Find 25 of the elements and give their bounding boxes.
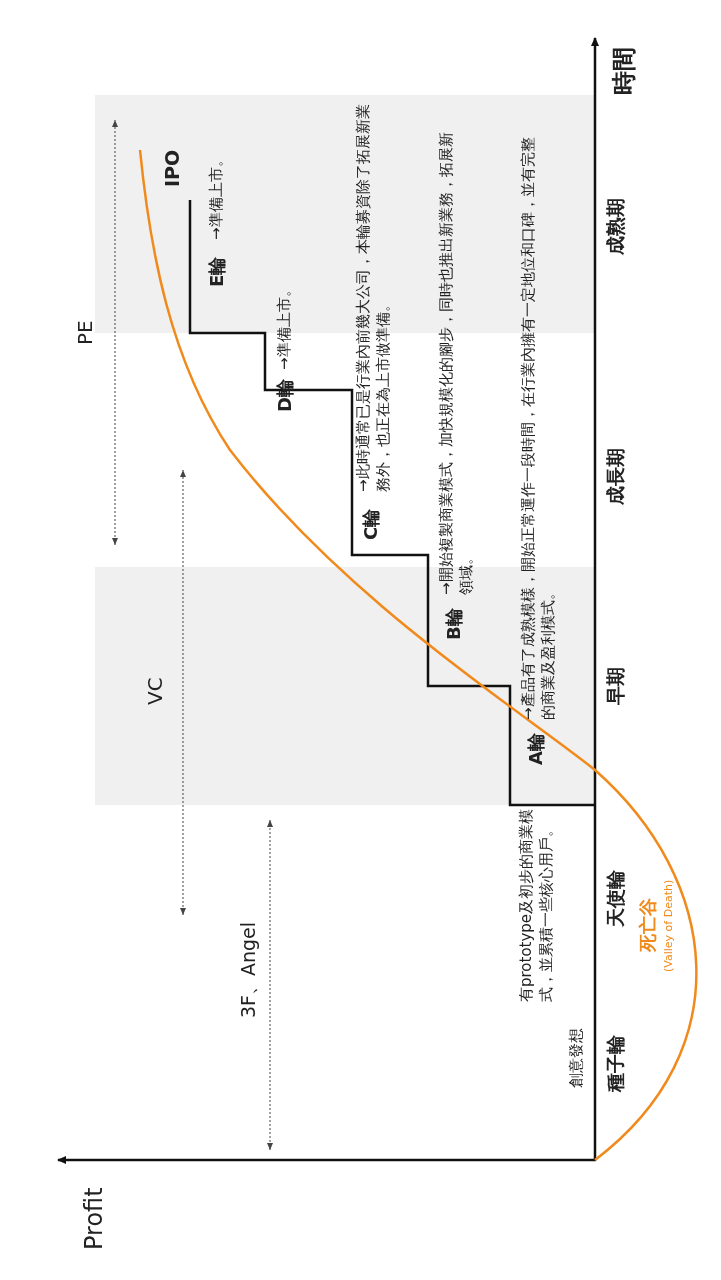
round-name: A輪: [524, 733, 547, 765]
round-name: C輪: [359, 508, 382, 540]
range-label: VC: [142, 677, 168, 705]
milestone-label: IPO: [160, 149, 184, 187]
round-name: B輪: [442, 608, 465, 640]
range-label: 3F、Angel: [236, 921, 260, 1018]
stage-label: 成長期: [603, 448, 627, 505]
axis-label: Profit: [79, 1187, 109, 1250]
note: 創意發想: [566, 1028, 586, 1088]
stage-label: 種子輪: [603, 1035, 627, 1092]
round-description: →準備上市。: [206, 152, 226, 240]
range-label: PE: [72, 320, 98, 345]
curve-label: (Valley of Death): [662, 879, 676, 972]
curve-label: 死亡谷: [636, 898, 659, 952]
round-description: →產品有了成熟模樣，開始正常運作一段時間，在行業內擁有一定地位和口碑，並有完整的商業及盈利模式。: [518, 136, 559, 720]
round-description: →開始複製商業模式，加快規模化的腳步，同時也推出新業務，拓展新領域。: [436, 131, 477, 595]
stage-label: 成熟期: [603, 198, 627, 255]
round-name: D輪: [273, 379, 296, 412]
round-description: →此時通常已是行業內前幾大公司，本輪募資除了拓展新業務外，也正在為上市做準備。: [353, 103, 394, 492]
stage-label: 天使輪: [603, 870, 627, 927]
round-description: →準備上市。: [274, 282, 294, 370]
note: 有prototype及初步的商業模式，並累積一些核心用戶。: [516, 807, 557, 1002]
stage-label: 早期: [603, 667, 627, 705]
axis-label: 時間: [609, 47, 639, 95]
round-name: E輪: [205, 256, 228, 287]
